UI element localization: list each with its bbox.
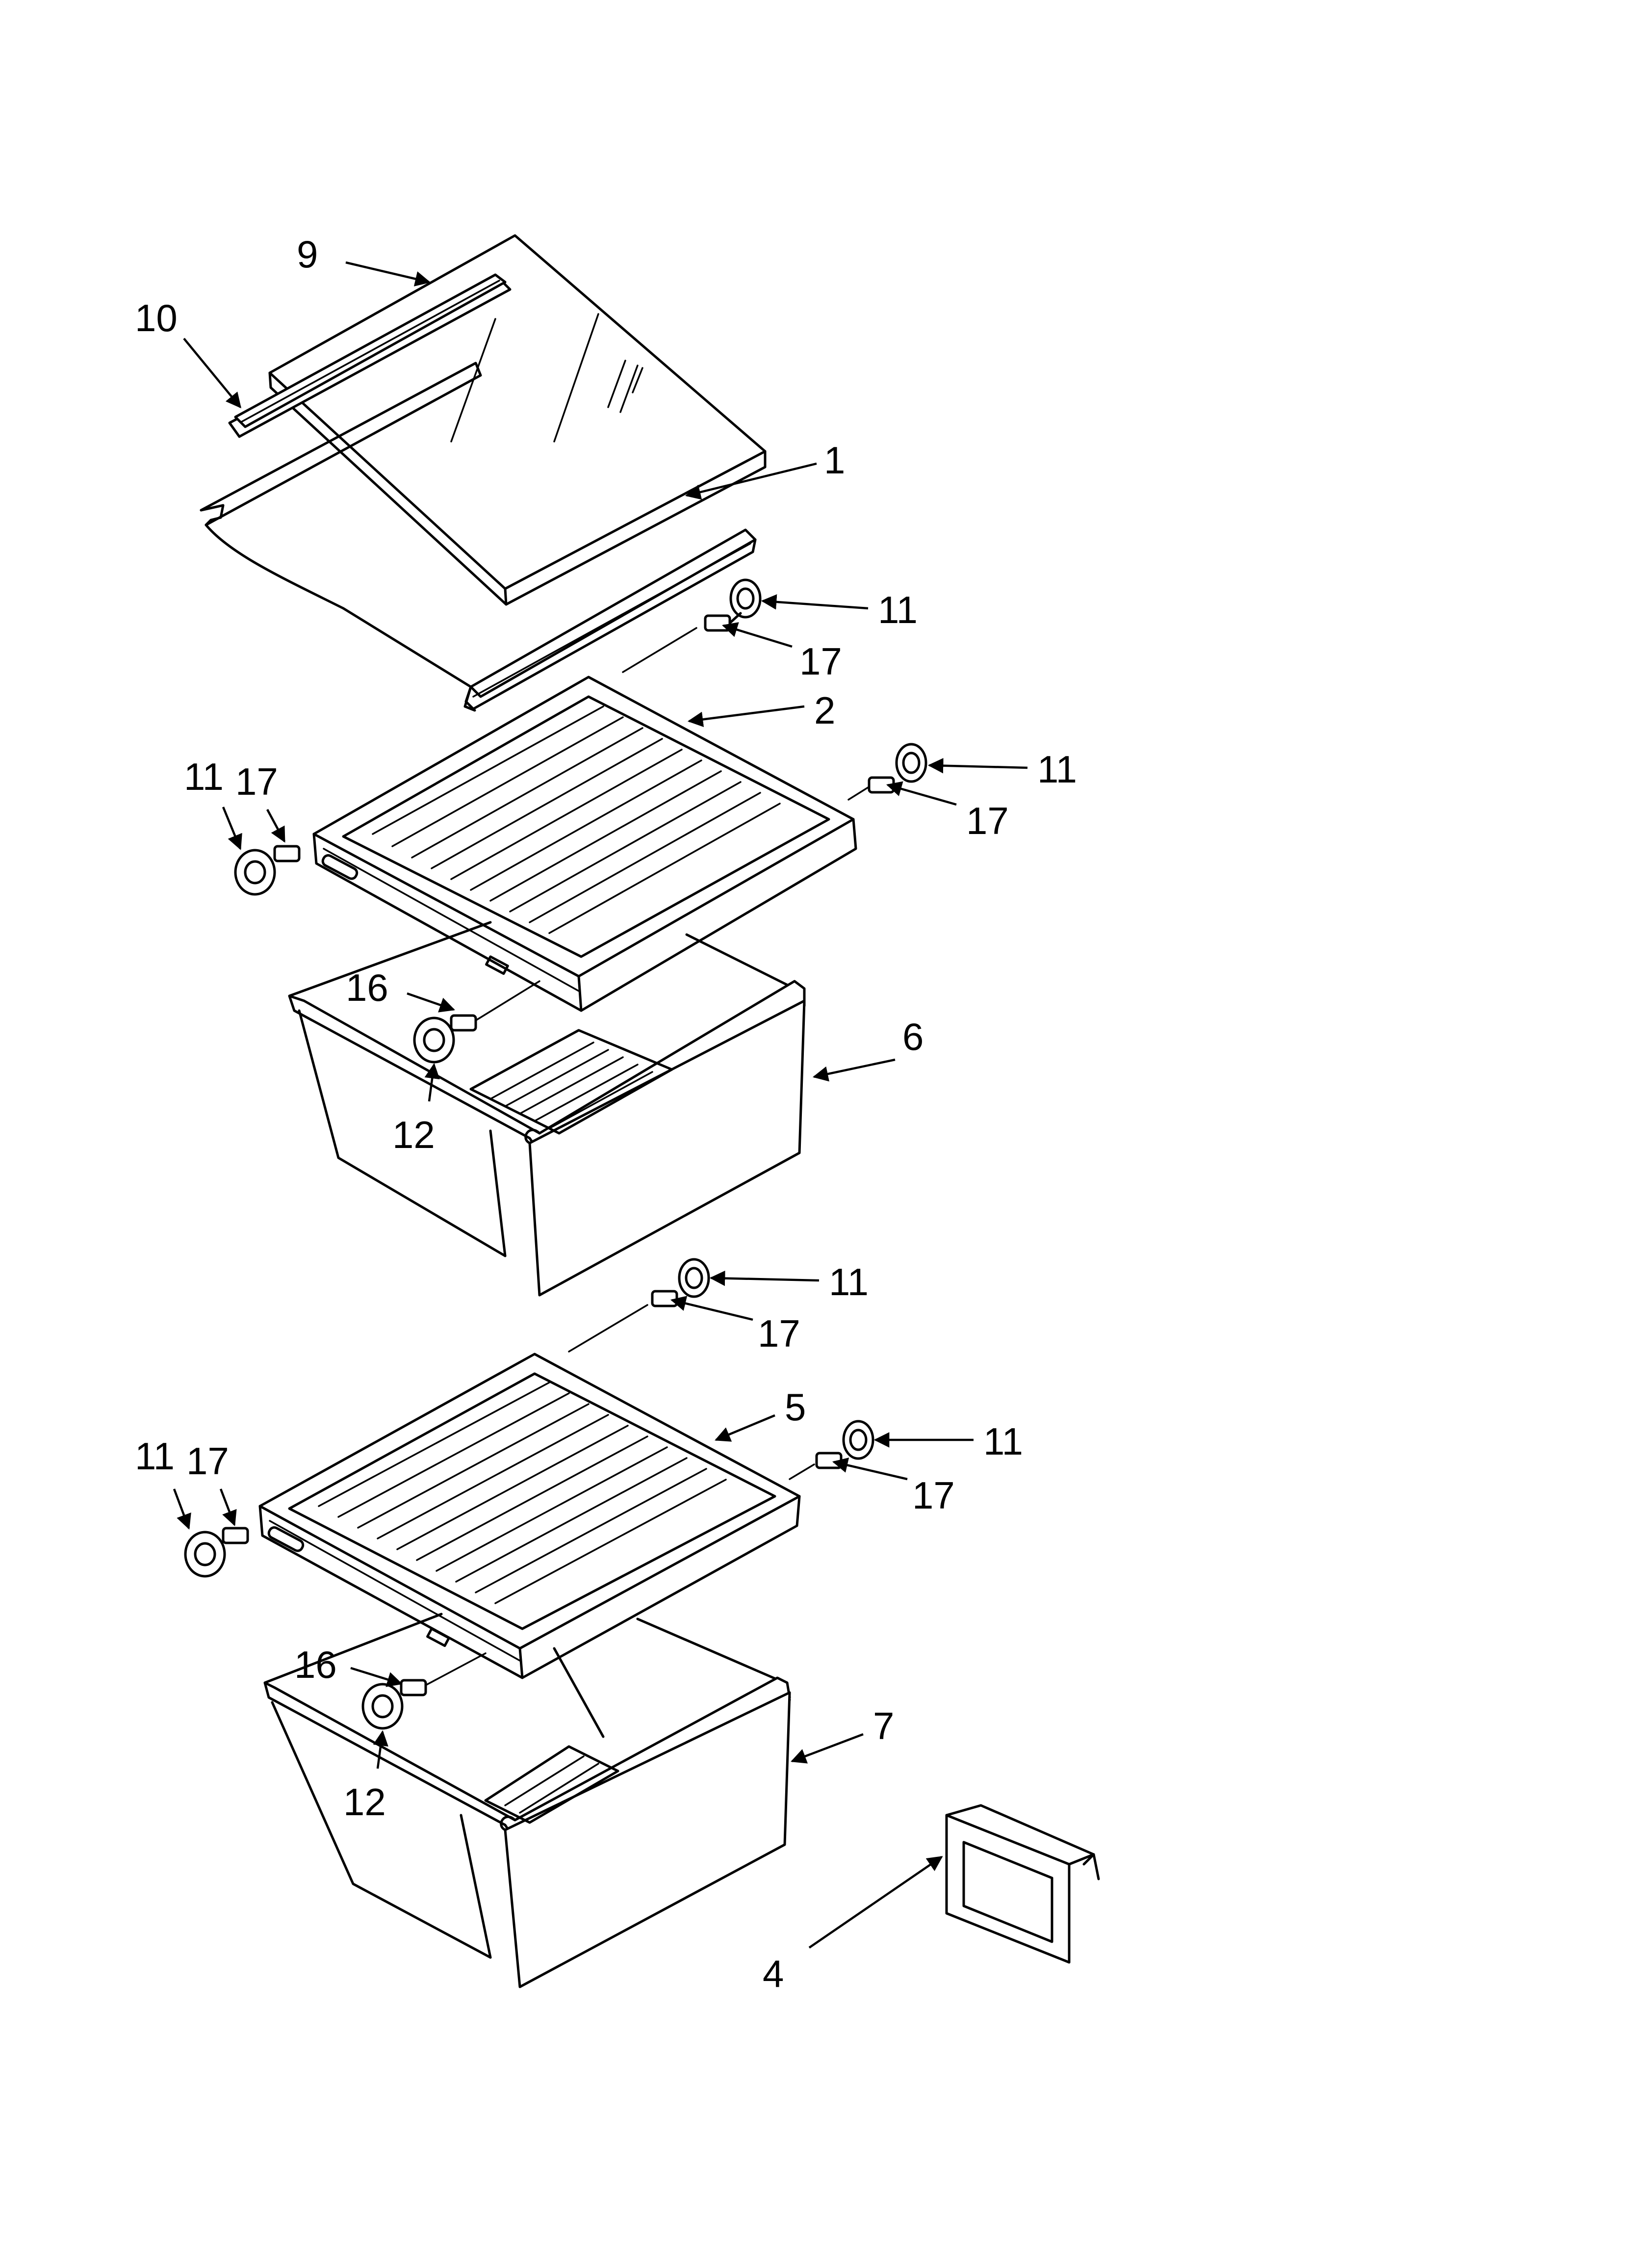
- roller-axle: [815, 1452, 843, 1469]
- callout-12: 12: [392, 1113, 435, 1156]
- leader-arrows: [173, 261, 1028, 1949]
- callout-6: 6: [902, 1015, 924, 1058]
- part-label-card: [945, 1804, 1100, 1964]
- callout-7: 7: [873, 1704, 894, 1747]
- roller-axle: [651, 1290, 678, 1307]
- callout-17: 17: [966, 799, 1009, 842]
- roller-wheel: [895, 743, 927, 783]
- glass-shelf-panel: [268, 234, 767, 606]
- callout-11: 11: [1037, 748, 1077, 791]
- roller-axle: [222, 1527, 249, 1544]
- roller-axle: [704, 612, 742, 632]
- roller-wheel: [234, 849, 276, 896]
- callout-16: 16: [346, 966, 388, 1009]
- callout-11: 11: [829, 1260, 869, 1303]
- roller-axle: [450, 1014, 477, 1032]
- callout-5: 5: [785, 1385, 806, 1429]
- callout-11: 11: [135, 1434, 175, 1478]
- roller-wheel: [729, 578, 762, 619]
- callout-2: 2: [814, 689, 835, 732]
- callout-10: 10: [135, 296, 178, 339]
- roller-wheel: [413, 1017, 455, 1064]
- callout-11: 11: [184, 755, 224, 798]
- callout-labels: 9 10 1 11 17 2 11 17 11 17 16 6 12 11 17…: [135, 233, 1077, 1995]
- callout-17: 17: [186, 1439, 229, 1483]
- upper-crisper-drawer: [288, 921, 806, 1297]
- lower-crisper-drawer: [263, 1613, 791, 1988]
- callout-17: 17: [235, 760, 278, 803]
- callout-16: 16: [294, 1643, 337, 1686]
- callout-9: 9: [297, 233, 318, 276]
- roller-wheel: [842, 1420, 874, 1460]
- callout-11: 11: [983, 1420, 1023, 1463]
- upper-crisper-cover: [312, 676, 857, 1012]
- roller-wheel: [184, 1531, 226, 1578]
- callout-17: 17: [799, 640, 842, 683]
- callout-17: 17: [758, 1312, 800, 1355]
- callout-12: 12: [343, 1780, 386, 1824]
- roller-wheel: [361, 1683, 404, 1730]
- lower-crisper-cover: [258, 1353, 801, 1679]
- callout-4: 4: [763, 1952, 784, 1995]
- callout-1: 1: [824, 439, 845, 482]
- callout-11: 11: [878, 588, 918, 631]
- shelf-front-trim: [228, 273, 512, 438]
- callout-17: 17: [912, 1474, 955, 1517]
- roller-axle: [273, 845, 301, 862]
- roller-axle: [400, 1679, 427, 1696]
- shelf-frame: [200, 362, 757, 712]
- roller-wheel: [678, 1258, 710, 1298]
